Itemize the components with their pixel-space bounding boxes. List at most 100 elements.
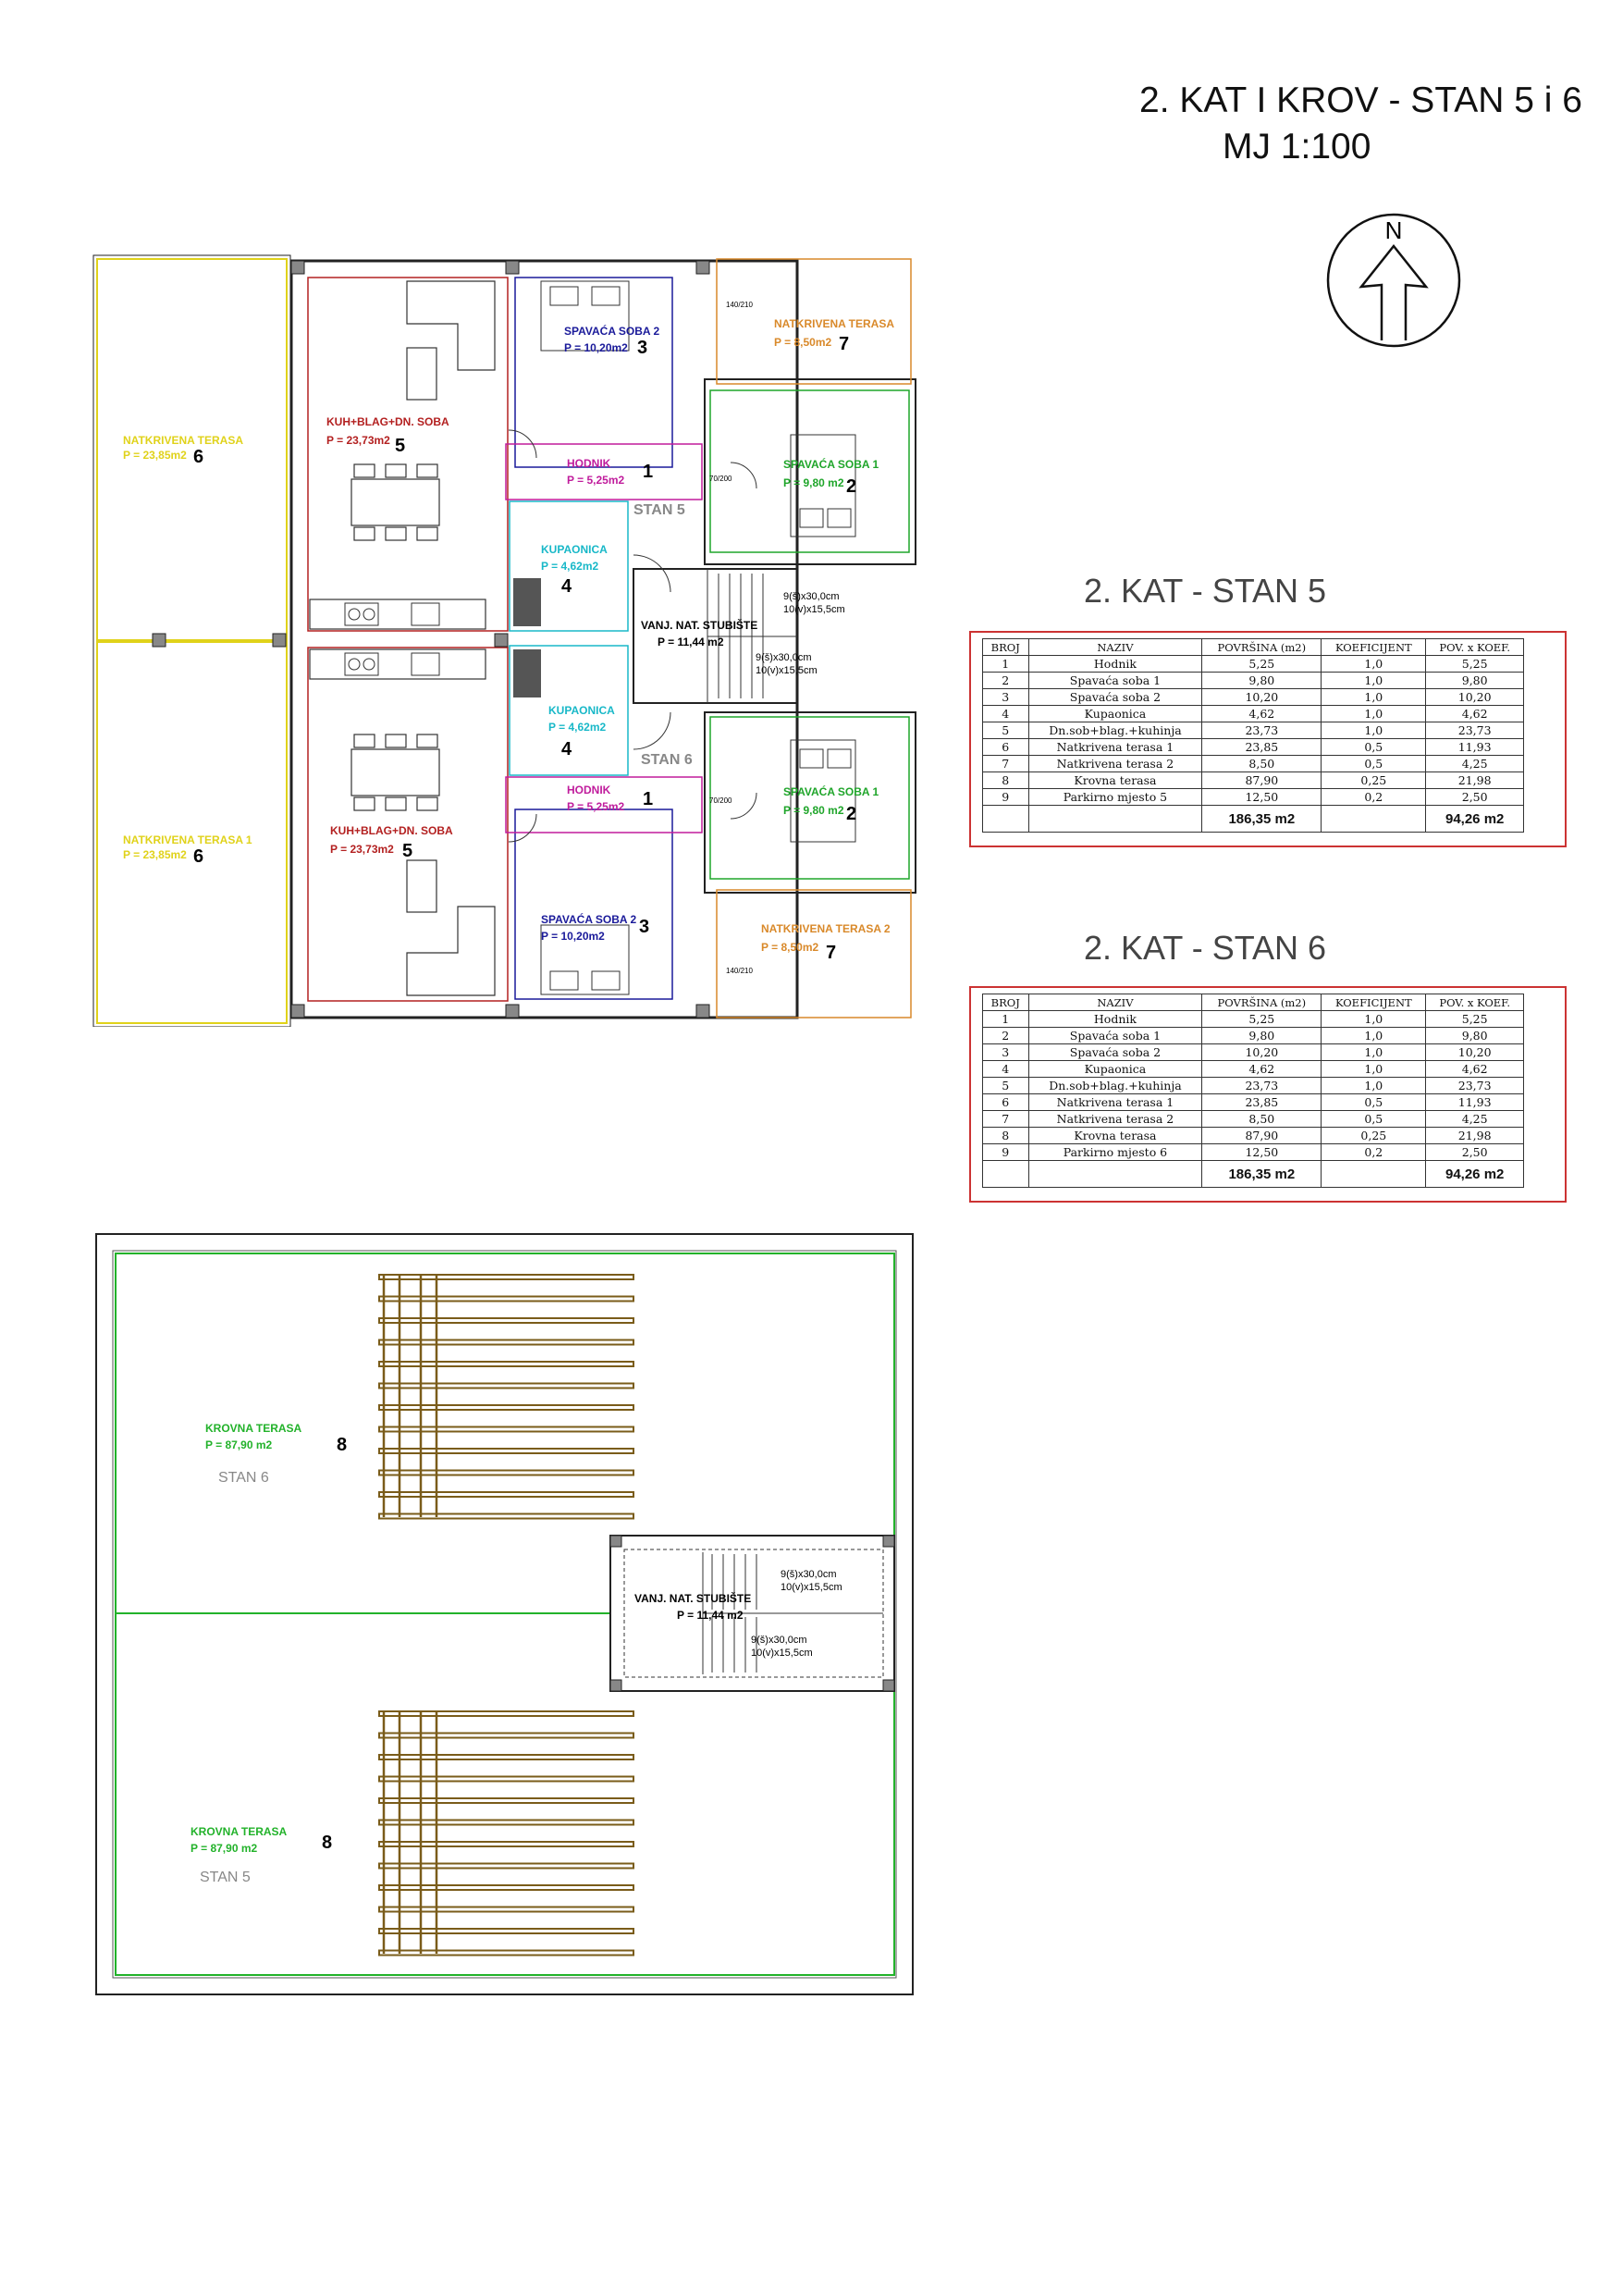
pergola-bottom — [378, 1710, 634, 1957]
label-terrace-small-bottom: NATKRIVENA TERASA 2 — [761, 922, 891, 935]
roof-stairs-area: P = 11,44 m2 — [677, 1609, 744, 1622]
pergola-slat — [378, 1862, 634, 1870]
area-bedroom1-bottom: P = 9,80 m2 — [783, 804, 844, 817]
pergola-slat — [378, 1949, 634, 1957]
table-header-cell: NAZIV — [1027, 994, 1203, 1011]
area-terrace-bottom: P = 23,85m2 — [123, 848, 187, 861]
table-cell: 9,80 — [1201, 672, 1322, 689]
total-area: 186,35 m2 — [1201, 1160, 1322, 1188]
table-cell: 1,0 — [1321, 722, 1427, 739]
label-bedroom1-bottom: SPAVAĆA SOBA 1 — [783, 784, 879, 798]
table-cell: 87,90 — [1201, 772, 1322, 789]
hallway-top-outline — [505, 443, 703, 500]
label-bedroom2-bottom: SPAVAĆA SOBA 2 — [541, 912, 636, 926]
table-cell: 9,80 — [1425, 1027, 1524, 1044]
table-cell: 0,25 — [1321, 772, 1427, 789]
table-cell: Natkrivena terasa 1 — [1027, 1093, 1203, 1111]
table-header-cell: BROJ — [982, 994, 1029, 1011]
table-header-cell: KOEFICIJENT — [1321, 638, 1427, 656]
table-cell: 11,93 — [1425, 738, 1524, 756]
table-header-cell: BROJ — [982, 638, 1029, 656]
pergola-slat — [378, 1361, 634, 1367]
roof-num-top: 8 — [337, 1435, 347, 1455]
stair-note-3: 9(š)x30,0cm — [756, 652, 812, 663]
sheet-scale: MJ 1:100 — [1223, 127, 1371, 167]
table-cell: Natkrivena terasa 1 — [1027, 738, 1203, 756]
table-cell: 1 — [982, 1010, 1029, 1028]
roof-label-top: KROVNA TERASA — [205, 1422, 302, 1435]
table-cell — [1027, 805, 1203, 833]
table-cell: Hodnik — [1027, 655, 1203, 673]
table-cell: 87,90 — [1201, 1127, 1322, 1144]
label-kitchen-bottom: KUH+BLAG+DN. SOBA — [330, 824, 453, 837]
table-cell: 9,80 — [1201, 1027, 1322, 1044]
pergola-slat — [378, 1426, 634, 1433]
table-cell: 3 — [982, 1043, 1029, 1061]
table-cell: 4 — [982, 1060, 1029, 1078]
roof-num-bottom: 8 — [322, 1833, 332, 1853]
label-terrace-top: NATKRIVENA TERASA — [123, 434, 243, 447]
pergola-slat — [378, 1512, 634, 1520]
label-stan5: STAN 5 — [633, 502, 685, 518]
pergola-slat — [378, 1469, 634, 1476]
pergola-slat — [378, 1884, 634, 1891]
area-terrace-small-top: P = 8,50m2 — [774, 336, 831, 349]
table-cell: 23,85 — [1201, 1093, 1322, 1111]
table-cell: Spavaća soba 1 — [1027, 672, 1203, 689]
label-terrace-small-top: NATKRIVENA TERASA — [774, 317, 894, 330]
pergola-slat — [378, 1797, 634, 1804]
pergola-slat — [378, 1906, 634, 1913]
table-cell: 4,25 — [1425, 755, 1524, 772]
table-cell: 0,5 — [1321, 1110, 1427, 1128]
table-cell: 4 — [982, 705, 1029, 722]
bathroom-bottom-outline — [509, 645, 629, 776]
terrace-left-bottom-outline — [96, 641, 288, 1024]
num-bathroom-top: 4 — [561, 576, 572, 597]
terrace-small-bottom-outline — [716, 889, 912, 1018]
table-cell: 23,85 — [1201, 738, 1322, 756]
table-cell — [1321, 1160, 1427, 1188]
area-bedroom2-top: P = 10,20m2 — [564, 341, 628, 354]
num-kitchen-top: 5 — [395, 436, 405, 456]
num-hallway-bottom: 1 — [643, 789, 653, 809]
table-cell: 23,73 — [1201, 722, 1322, 739]
table-cell: 5,25 — [1201, 655, 1322, 673]
table-cell: 8,50 — [1201, 755, 1322, 772]
label-terrace-bottom: NATKRIVENA TERASA 1 — [123, 833, 252, 846]
area-bedroom1-top: P = 9,80 m2 — [783, 476, 844, 489]
total-weighted: 94,26 m2 — [1425, 805, 1524, 833]
roof-stairs-label: VANJ. NAT. STUBIŠTE — [634, 1591, 751, 1605]
num-terrace-small-top: 7 — [839, 334, 849, 354]
bedroom1-top-outline — [709, 389, 910, 553]
table-cell — [982, 1160, 1029, 1188]
kitchen-top-outline — [307, 277, 509, 632]
table-cell: 4,25 — [1425, 1110, 1524, 1128]
pergola-slat — [378, 1295, 634, 1302]
area-terrace-small-bottom: P = 8,50m2 — [761, 941, 818, 954]
label-bathroom-bottom: KUPAONICA — [548, 704, 615, 717]
pergola-slat — [378, 1710, 634, 1717]
table-cell — [1027, 1160, 1203, 1188]
table-cell: Parkirno mjesto 5 — [1027, 788, 1203, 806]
total-area: 186,35 m2 — [1201, 805, 1322, 833]
table-cell: 5,25 — [1201, 1010, 1322, 1028]
table-cell: 2 — [982, 1027, 1029, 1044]
area-terrace-top: P = 23,85m2 — [123, 449, 187, 462]
pergola-slat — [378, 1274, 634, 1280]
area-kitchen-top: P = 23,73m2 — [326, 434, 390, 447]
table-cell: 9 — [982, 1143, 1029, 1161]
floor-plan: NATKRIVENA TERASA P = 23,85m2 6 KUH+BLAG… — [92, 254, 916, 1027]
num-bedroom1-top: 2 — [846, 476, 856, 497]
roof-label-bottom: KROVNA TERASA — [191, 1825, 288, 1838]
table-cell: 4,62 — [1425, 1060, 1524, 1078]
stan5-heading: 2. KAT - STAN 5 — [1084, 572, 1327, 610]
table-cell: 23,73 — [1201, 1077, 1322, 1094]
